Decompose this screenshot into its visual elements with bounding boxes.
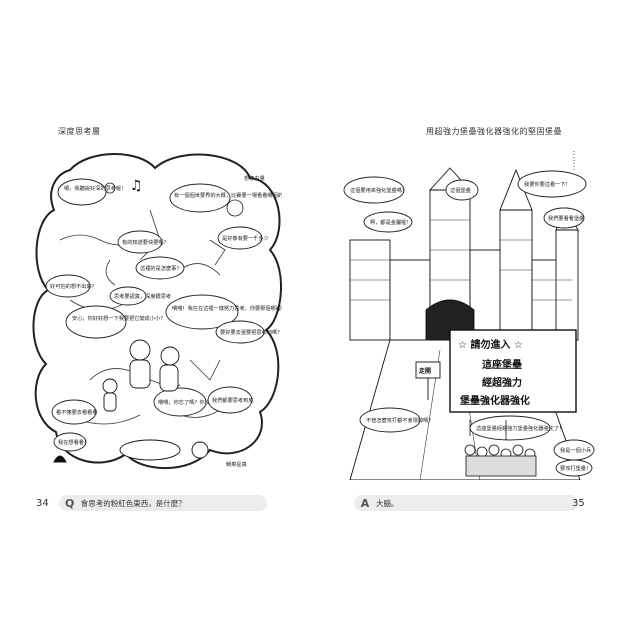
small-sign-text: 走開 <box>419 367 431 375</box>
bubble-text: 安心，你好好想一下我要把它變成小小？ <box>72 314 165 322</box>
page-number-left: 34 <box>36 497 49 509</box>
speech-bubbles-left: 嗯，我聽說好深的思考喔！ 有一個個世要界的大概，比賽要一場看看哪個的小白 是好像… <box>45 178 282 452</box>
bubble-text: 要攻打堡壘！ <box>560 464 591 472</box>
bubble-text: 喂喂，你忘了嗎？你沒有腦嗎？ <box>158 398 231 406</box>
corner-label: 想像力量 <box>244 174 265 182</box>
globe-doodle-icon <box>226 199 244 217</box>
bubble-text: 我們要看看堡壘 <box>548 214 584 222</box>
bubble-text: 這個堡壘 <box>450 186 471 194</box>
bubble-text: 要好要去還要把思考到嗎？ <box>220 328 282 336</box>
music-note-icon: ♫ <box>130 178 143 194</box>
bubble-text: 我在想看看！ <box>58 438 89 446</box>
answer-bar: A 大腦。 <box>354 495 578 511</box>
sign-line-4: 堡壘強化器強化 <box>460 394 530 407</box>
bubble-text: 我們都要思考到底 <box>212 396 254 404</box>
left-page: 深度思考層 ♫ <box>30 127 282 512</box>
answer-text: 大腦。 <box>376 498 399 508</box>
right-footer: A 大腦。 35 <box>310 494 585 512</box>
brain-comic-illustration: ♫ 嗯，我聽說好深的思考喔！ 有一個個世要界的大概，比賽要一場看看哪個的小白 是… <box>30 150 282 480</box>
bubble-text: 我要你要這看一下！ <box>524 180 571 188</box>
bubble-text: 這裡的是怎麼事？ <box>140 264 182 272</box>
bubble-text: 我是一個小兵 <box>560 446 591 454</box>
bubble-text: 看不懂要去看看看 <box>56 408 98 416</box>
bubble-text: 喂喂！我在在這裡一樣努力思考，你要那個哪裡看？ <box>172 304 282 312</box>
characters-left <box>53 339 209 463</box>
running-head-right: 用超強力堡壘強化器強化的堅固堡壘 <box>426 127 562 136</box>
sign-line-3: 經超強力 <box>482 376 522 389</box>
question-text: 會思考的粉紅色東西，是什麼？ <box>80 498 186 508</box>
bubble-text: 這座堡壘經超強力堡壘強化器強化了！ <box>476 424 564 432</box>
bubble-text: 嗯，我聽說好深的思考喔！ <box>64 184 126 192</box>
running-head-left: 深度思考層 <box>58 127 101 136</box>
left-footer: 34 Q 會思考的粉紅色東西，是什麼？ <box>36 494 267 512</box>
soldiers <box>464 420 537 477</box>
credit-text: 朝菜星真 <box>226 460 247 468</box>
page-number-right: 35 <box>572 497 585 509</box>
answer-marker: A <box>360 496 370 510</box>
question-bar: Q 會思考的粉紅色東西，是什麼？ <box>58 495 267 511</box>
question-marker: Q <box>65 496 75 510</box>
bubble-text: 思考要認真，深度跟思考 <box>114 292 171 300</box>
sign-line-1: ☆ 請勿進入 ☆ <box>458 338 523 351</box>
warning-sign: ☆ 請勿進入 ☆ 這座堡壘 經超強力 堡壘強化器強化 <box>449 329 577 413</box>
speech-bubbles-right: 這個要用來強化堡壘嗎？ 啊，都是金屬喔！ 這個堡壘 我要你要這看一下！ 我們要看… <box>343 170 595 477</box>
bubble-text: 是好像有要一千多少 <box>222 234 269 242</box>
bubble-text: 這個要用來強化堡壘嗎？ <box>350 186 407 194</box>
bubble-text: 有的知道要快要嗎？ <box>122 238 169 246</box>
bubble-text: 有一個個世要界的大概，比賽要一場看看哪個的小白 <box>174 191 282 199</box>
sign-line-2: 這座堡壘 <box>482 358 522 371</box>
castle-comic-illustration: ☆ 請勿進入 ☆ 這座堡壘 經超強力 堡壘強化器強化 走開 這個要用來強化堡壘嗎… <box>330 150 600 480</box>
bubble-text: 啊，都是金屬喔！ <box>370 218 412 226</box>
small-sign: 走開 <box>415 361 441 400</box>
brain-comic-svg: ♫ 嗯，我聽說好深的思考喔！ 有一個個世要界的大概，比賽要一場看看哪個的小白 是… <box>32 153 282 470</box>
right-page: 用超強力堡壘強化器強化的堅固堡壘 <box>310 0 620 620</box>
bubble-text: 好可怕的想不出來？ <box>50 282 97 290</box>
bubble-text: 不管怎麼攻打都不會壞掉嗎？ <box>366 416 433 424</box>
castle-comic-svg: ☆ 請勿進入 ☆ 這座堡壘 經超強力 堡壘強化器強化 走開 這個要用來強化堡壘嗎… <box>343 150 595 480</box>
